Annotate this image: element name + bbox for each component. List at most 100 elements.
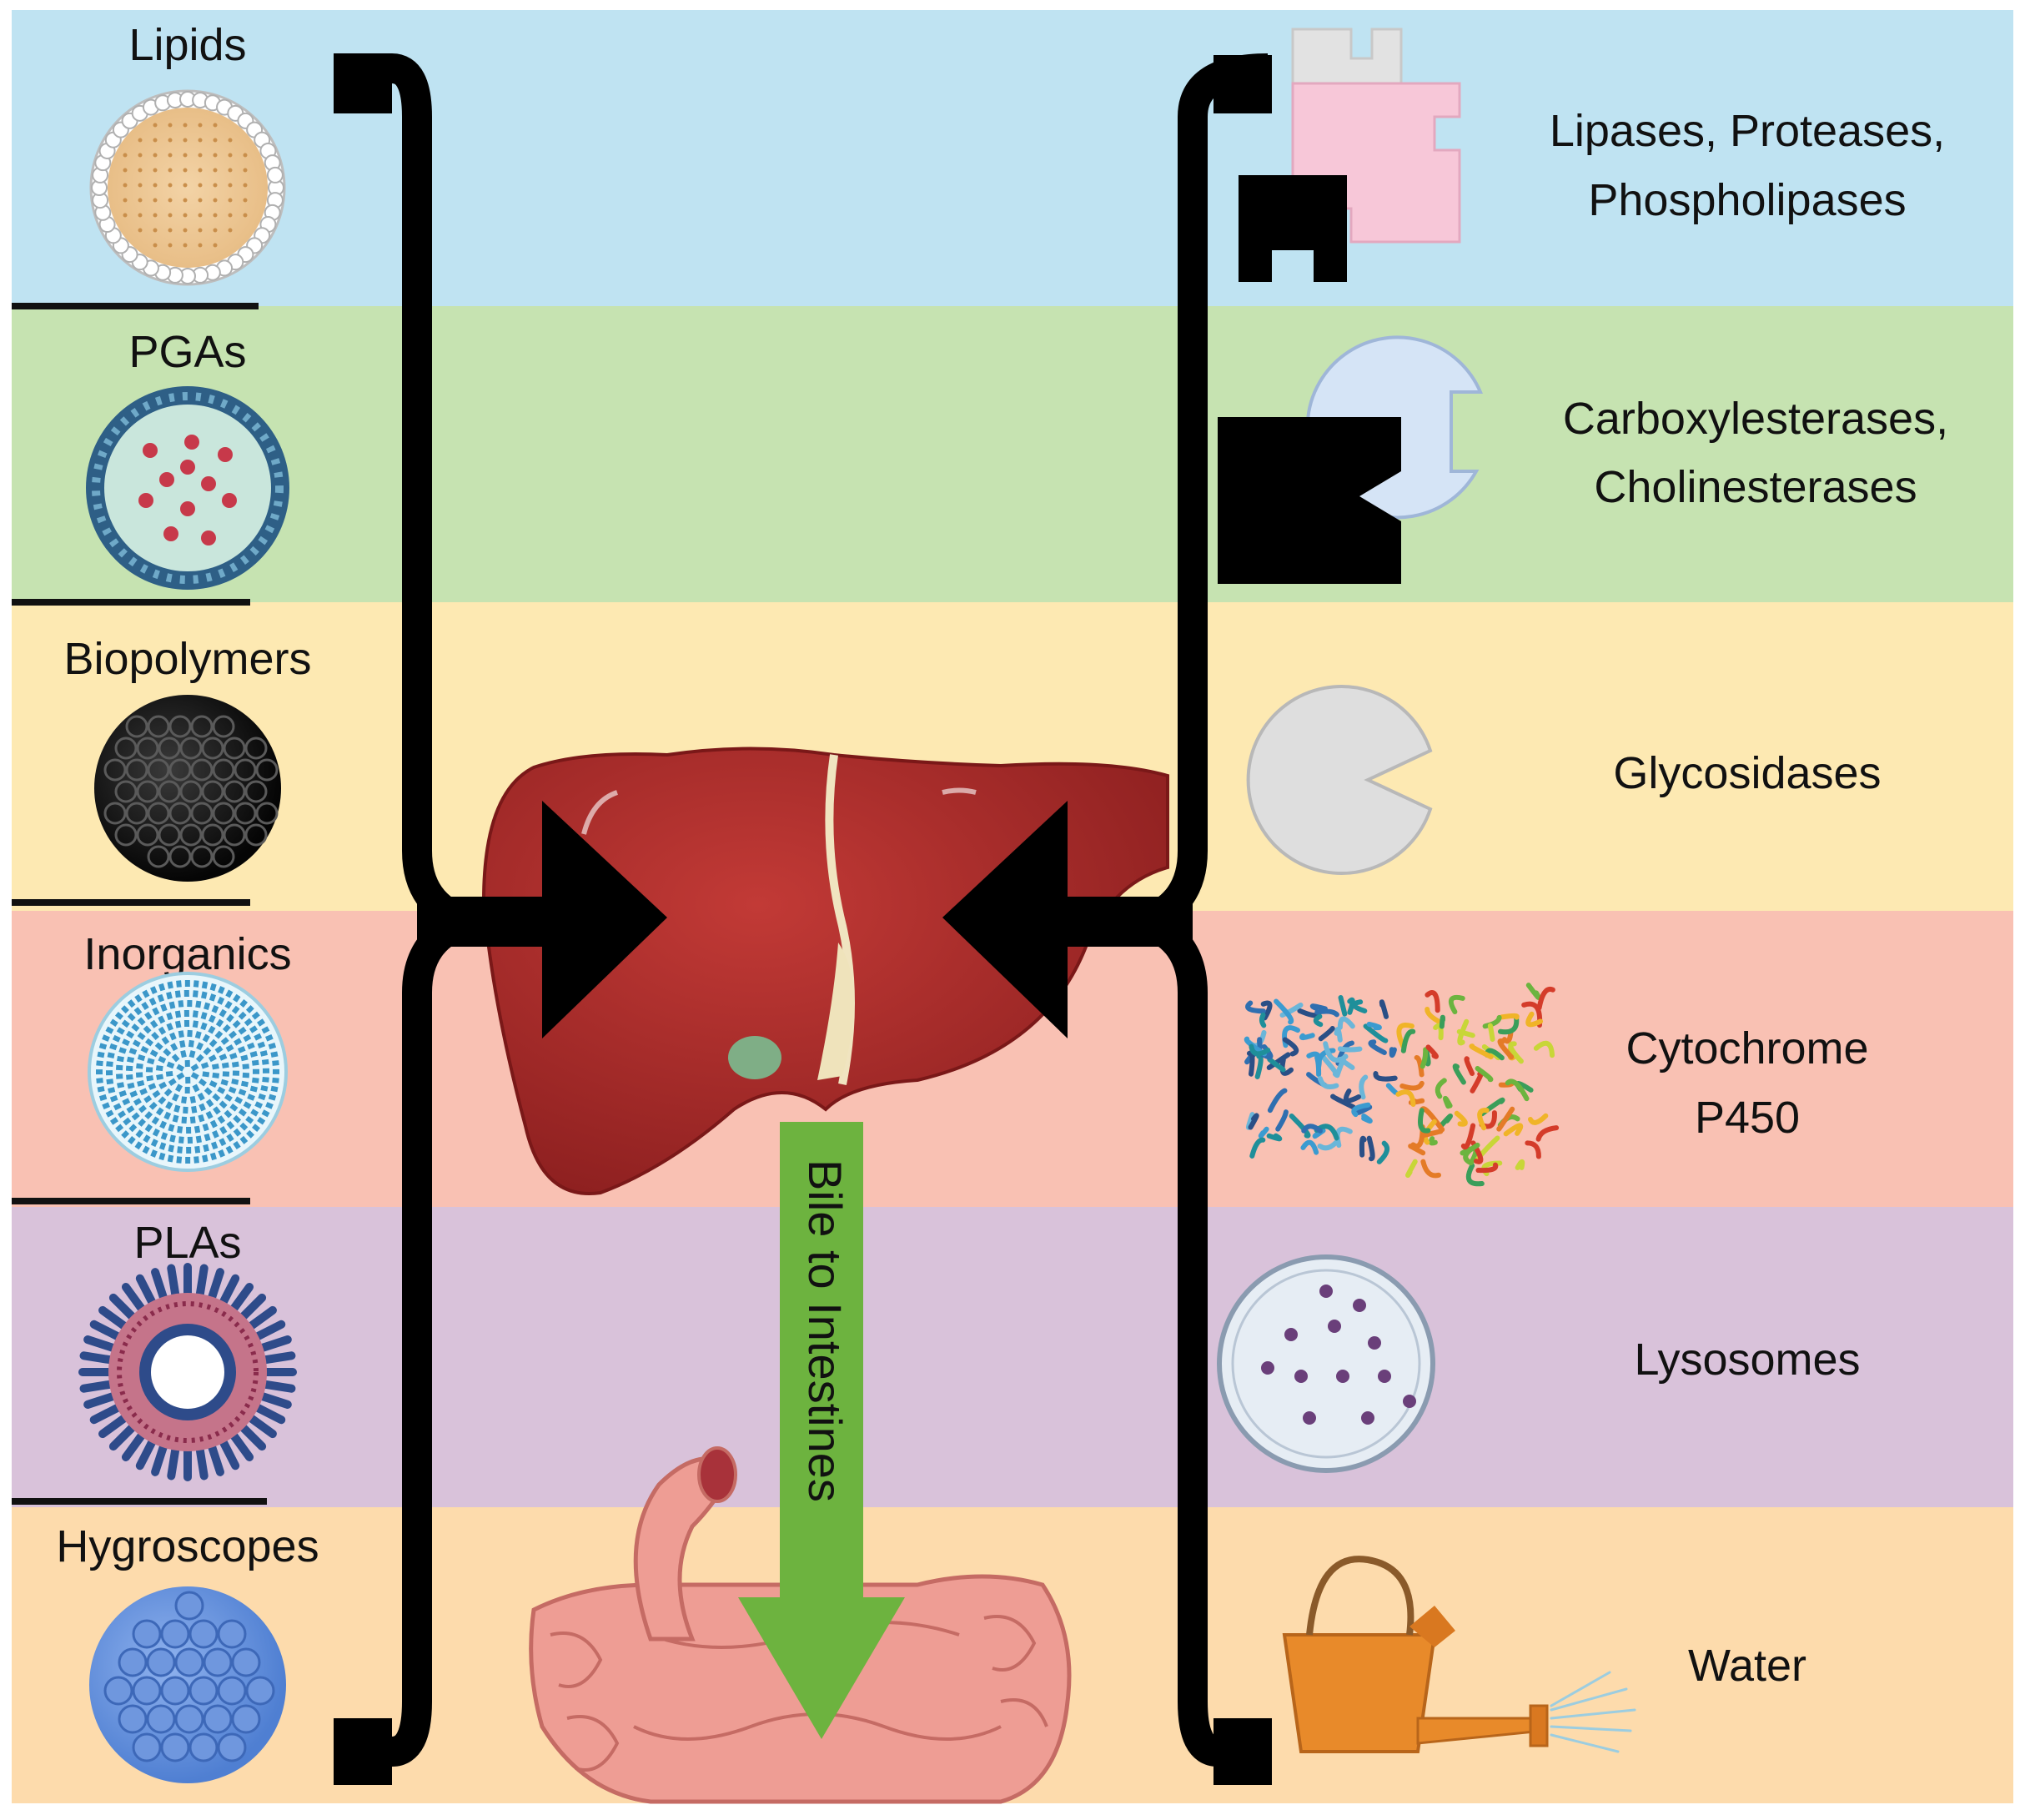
lipid-core-dot [168,228,173,233]
pla-chain [229,1283,254,1315]
lipid-core-dot [153,228,158,233]
biopolymer-cell [168,845,192,868]
lipid-core-dot [123,213,128,218]
inorganic-crystal [177,1126,183,1134]
lipid-core-dot [183,213,188,218]
inorganic-crystal [148,1083,157,1090]
hygroscope-cell [217,1676,247,1706]
inorganic-crystal [257,1117,266,1125]
inorganic-crystal [262,1076,269,1083]
pla-chain [83,1391,119,1409]
lipid-core-dot [138,213,143,218]
lysosome-enzyme-dot [1284,1328,1298,1341]
lipid-core-dot [243,213,248,218]
protein-strand [1376,1140,1390,1164]
lipid-core-dot [228,183,233,188]
inorganic-crystal [213,1106,221,1115]
inorganic-crystal [157,993,165,1003]
pga-payload-dot [180,501,195,516]
inorganic-crystal [102,1102,110,1110]
inorganic-crystal [205,1110,214,1119]
pla-chain [218,1274,240,1309]
inorganic-crystal [219,1126,228,1134]
lipid-core-dot [153,123,158,128]
inorganic-crystal [183,1106,188,1114]
bile-to-intestines-label: Bile to Intestines [799,1159,852,1502]
inorganic-crystal [138,1118,146,1127]
inorganic-crystal [240,1054,249,1062]
protein-strand [1351,999,1368,1013]
inorganic-crystal [158,1096,167,1105]
inorganic-crystal [201,981,209,989]
protein-strand [1337,1046,1363,1053]
inorganic-crystal [261,1109,270,1118]
protein-strand [1266,1133,1283,1142]
lipid-core-dot [168,243,173,248]
inorganic-crystal [108,1087,116,1094]
inorganic-crystal [184,1086,190,1094]
pla-chain [151,1440,168,1476]
inorganic-crystal [191,1105,198,1114]
lipid-core-dot [183,123,188,128]
protein-strand [1482,1014,1502,1029]
inorganic-crystal [231,1005,240,1014]
inorganic-crystal [128,1124,138,1133]
protein-strand [1338,995,1348,1017]
pla-chain [259,1351,296,1365]
inorganic-crystal [238,1088,247,1096]
inorganic-crystal [198,1078,207,1087]
lipid-core-dot [168,183,173,188]
protein-strand [1525,983,1541,1001]
protein-strand [1515,1159,1525,1170]
inorganic-crystal [107,1052,115,1058]
biopolymer-sphere-icon [94,695,281,882]
lipid-core-dot [228,228,233,233]
protein-strand [1266,1052,1291,1070]
inorganic-crystal [112,1034,121,1043]
inorganic-crystal [168,1144,174,1153]
protein-strand [1299,1033,1315,1041]
hygroscope-cell [217,1732,247,1762]
protein-strand [1487,1023,1495,1042]
inorganic-crystal [176,1072,185,1080]
inorganic-crystal [254,1033,263,1041]
hygroscope-cell [188,1732,219,1762]
protein-strand [1527,1113,1549,1125]
pla-chain [79,1351,117,1365]
pla-chain [229,1430,254,1461]
liver-icon [481,747,1169,1195]
lysosome-icon [1217,1254,1435,1473]
inorganic-crystal [238,1109,247,1117]
inorganic-crystal [228,1086,237,1094]
inorganic-crystal [209,983,217,992]
inorganic-crystal [215,1018,224,1028]
protein-strand [1454,1110,1468,1127]
hygroscope-cell [188,1619,219,1649]
inorganic-crystal [188,1039,194,1048]
protein-strand [1282,1037,1299,1057]
band-plas [12,1207,2013,1507]
pla-chain [245,1413,277,1439]
protein-strand [1425,1044,1439,1059]
right-arrow-into-liver [942,801,1193,1038]
inorganic-crystal [95,1069,103,1075]
inorganic-crystal [151,1032,160,1040]
inorganic-crystal [132,1039,141,1048]
lipid-core-dot [168,198,173,203]
inorganic-crystal [217,996,225,1005]
pla-chain [245,1305,277,1331]
pla-chain [89,1402,124,1425]
lipid-core-dot [198,123,203,128]
inorganic-crystal [118,1047,127,1054]
lipid-core-dot [228,168,233,173]
inorganic-crystal [114,1012,123,1020]
protein-strand [1503,1123,1524,1137]
lipid-core-dot [213,153,218,158]
pga-payload-dot [138,493,153,508]
inorganic-crystal [122,1098,131,1106]
inorganic-crystal [117,1082,125,1088]
pla-chain [259,1380,296,1393]
protein-strand [1361,1114,1373,1124]
lipid-core-dot [213,183,218,188]
pga-payload-dot [201,530,216,545]
